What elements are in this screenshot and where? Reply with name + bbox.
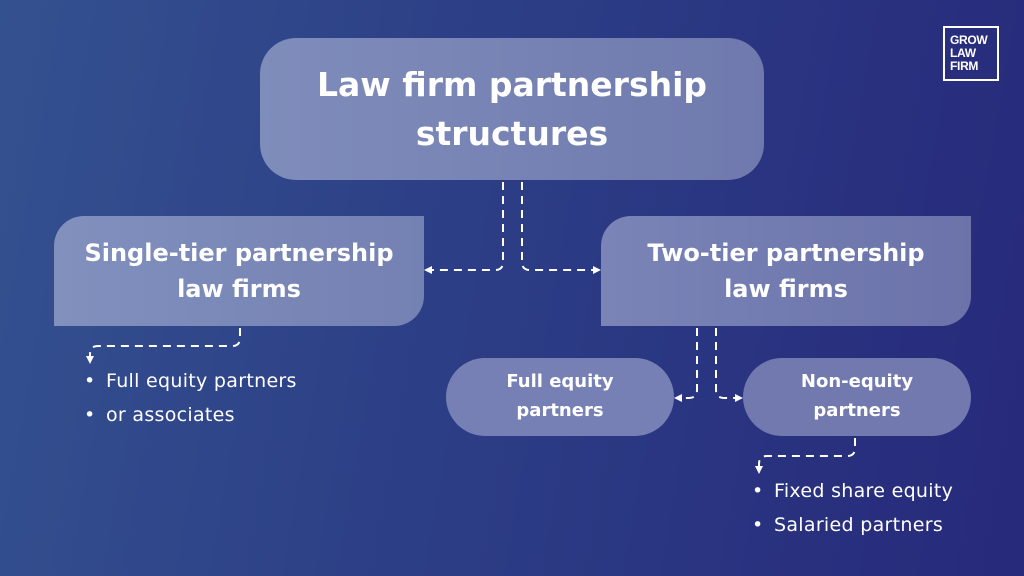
full-equity-label: Full equity partners — [506, 371, 614, 421]
root-node: Law firm partnership structures — [260, 38, 764, 180]
connector-non-equity-to-items — [755, 438, 856, 474]
bullet-icon: • — [84, 370, 96, 392]
list-item-text: Full equity partners — [106, 370, 297, 392]
connector-two-tier-to-full-equity — [674, 328, 698, 402]
connector-two-tier-to-non-equity — [715, 328, 743, 402]
two-tier-label: Two-tier partnership law firms — [647, 239, 925, 303]
full-equity-node: Full equity partners — [446, 358, 674, 436]
list-item-text: or associates — [106, 404, 235, 426]
non-equity-list: • Fixed share equity • Salaried partners — [752, 474, 953, 542]
logo-line: GROW — [950, 33, 988, 47]
non-equity-node: Non-equity partners — [743, 358, 971, 436]
list-item: • Salaried partners — [752, 508, 953, 542]
list-item-text: Fixed share equity — [774, 480, 954, 502]
bullet-icon: • — [84, 404, 96, 426]
single-tier-list: • Full equity partners • or associates — [84, 364, 297, 432]
single-tier-label: Single-tier partnership law firms — [84, 239, 394, 303]
logo-line: FIRM — [950, 59, 979, 73]
list-item: • or associates — [84, 398, 297, 432]
connector-root-to-single-tier — [424, 182, 504, 274]
bullet-icon: • — [752, 480, 764, 502]
root-node-label: Law firm partnership structures — [316, 64, 708, 154]
single-tier-node: Single-tier partnership law firms — [54, 216, 424, 326]
connector-single-tier-to-items — [86, 328, 241, 364]
connector-root-to-two-tier — [521, 182, 601, 274]
logo-line: LAW — [950, 46, 976, 60]
list-item-text: Salaried partners — [774, 514, 944, 536]
two-tier-node: Two-tier partnership law firms — [601, 216, 971, 326]
non-equity-label: Non-equity partners — [800, 371, 914, 421]
bullet-icon: • — [752, 514, 764, 536]
list-item: • Full equity partners — [84, 364, 297, 398]
grow-law-firm-logo: GROW LAW FIRM — [943, 26, 999, 81]
list-item: • Fixed share equity — [752, 474, 953, 508]
